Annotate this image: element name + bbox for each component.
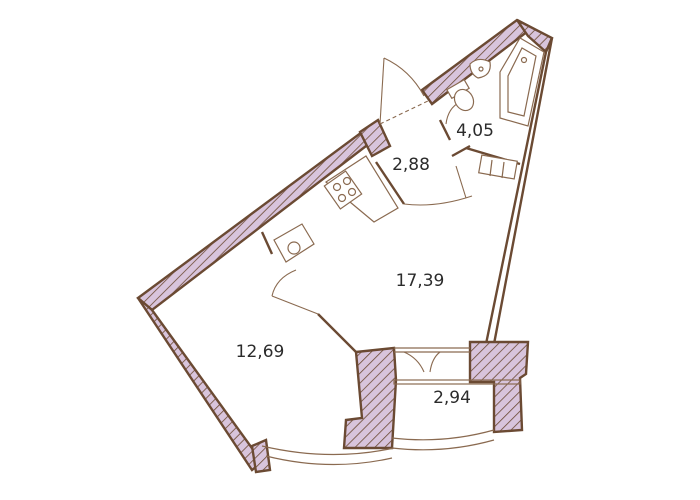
bedroom-door-arc (271, 269, 297, 297)
bedroom-door-leaf (271, 295, 319, 315)
wall-south-west-corner (250, 438, 272, 474)
wall-balcony-left (342, 346, 398, 450)
partition-bedroom-upper (260, 231, 274, 255)
hall-door-arc (403, 195, 473, 206)
toilet-icon (446, 78, 475, 112)
entrance-door-arc (383, 57, 425, 97)
balcony-frame (393, 347, 521, 385)
window-balcony-inner (391, 439, 495, 451)
area-label-bedroom: 12,69 (236, 342, 285, 362)
wall-west-diagonal (136, 130, 372, 312)
area-label-balcony: 2,94 (433, 388, 471, 408)
wall-hall-stub (358, 118, 392, 158)
balcony-sill (393, 379, 521, 385)
balcony-door-leaf-left (403, 351, 425, 373)
stove-icon (323, 170, 363, 210)
sink-icon (273, 223, 315, 263)
balcony-door-leaf-right (429, 351, 441, 373)
partition-bath-corner (451, 144, 471, 158)
washbasin-icon (469, 58, 491, 79)
bathtub-icon (499, 37, 545, 127)
window-bedroom-outer (261, 445, 395, 456)
window-balcony-outer (391, 429, 495, 441)
exterior-walls (136, 18, 554, 474)
doors (271, 57, 473, 315)
kitchen-counter (273, 155, 399, 263)
partition-bath-north (438, 119, 452, 141)
area-label-living: 17,39 (396, 271, 445, 291)
south-window (261, 429, 495, 466)
area-label-hallway: 2,88 (392, 155, 430, 175)
area-label-bathroom: 4,05 (456, 121, 494, 141)
window-bedroom-inner (265, 455, 393, 466)
partition-bedroom-lower (317, 313, 357, 353)
entrance-threshold (379, 99, 431, 125)
wall-west-lower (136, 297, 264, 472)
hall-door-leaf (455, 165, 467, 199)
washing-machine (478, 154, 518, 180)
entrance-door-leaf (379, 57, 385, 125)
partition-hall-west (375, 161, 405, 205)
wall-balcony-right (468, 340, 530, 434)
